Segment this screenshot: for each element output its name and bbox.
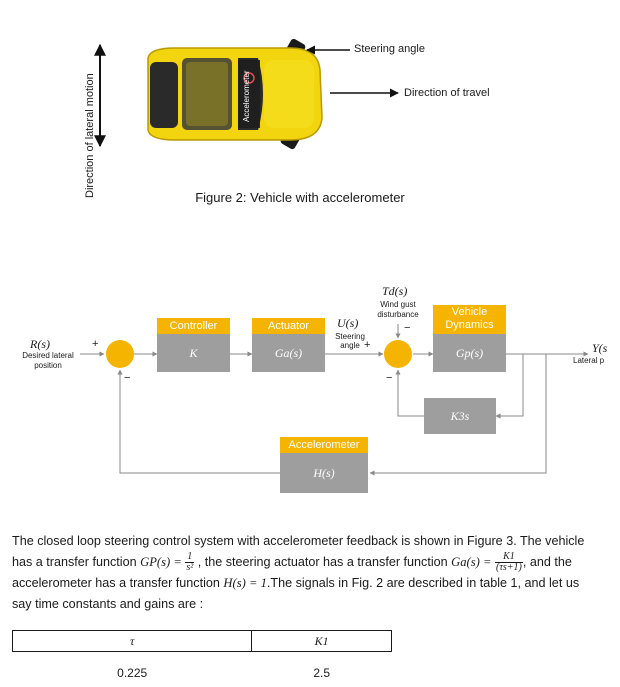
disturbance-sign: − [404, 322, 410, 334]
rear-window [150, 62, 178, 128]
sum1-plus-sign: + [92, 338, 98, 350]
disturbance-desc-2: disturbance [370, 310, 426, 319]
roof-highlight [186, 62, 228, 126]
header-k1: K1 [252, 631, 392, 652]
sum1-minus-sign: − [124, 372, 130, 384]
summing-junction-2 [384, 340, 412, 368]
vehicle-block: Gp(s) [433, 334, 506, 372]
steering-angle-label: Steering angle [354, 43, 425, 55]
car-accelerometer-label: Accelerometer [242, 70, 251, 122]
params-table: τ K1 0.225 2.5 [12, 630, 392, 687]
hood [264, 60, 314, 128]
cell-k1-value: 2.5 [252, 652, 392, 687]
description-paragraph: The closed loop steering control system … [12, 531, 592, 615]
direction-travel-label: Direction of travel [404, 87, 490, 99]
ga-denominator: (τs+1) [495, 563, 523, 573]
vehicle-title: Vehicle Dynamics [433, 305, 506, 334]
summing-junction-1 [106, 340, 134, 368]
sum2-plus-sign: + [364, 339, 370, 351]
k3-block: K3s [424, 398, 496, 434]
input-desc-2: position [18, 361, 78, 370]
ga-fraction: K1(τs+1) [495, 552, 523, 573]
vehicle-figure [0, 0, 620, 190]
k3-feedback-out [398, 370, 424, 416]
para-part-2: , the steering actuator has a transfer f… [198, 555, 451, 569]
disturbance-desc-1: Wind gust [370, 300, 426, 309]
vehicle-title-line-1: Vehicle [433, 306, 506, 319]
cell-tau-value: 0.225 [13, 652, 252, 687]
vehicle-title-line-2: Dynamics [433, 319, 506, 332]
disturbance-symbol: Td(s) [382, 284, 407, 299]
ga-expression: Ga(s) = [451, 555, 491, 569]
params-header-row: τ K1 [13, 631, 392, 652]
input-desc-1: Desired lateral [18, 351, 78, 360]
controller-block: K [157, 334, 230, 372]
figure-caption: Figure 2: Vehicle with accelerometer [0, 190, 600, 205]
gp-expression: GP(s) = [140, 555, 182, 569]
output-desc: Lateral p [573, 356, 604, 365]
actuator-block: Ga(s) [252, 334, 325, 372]
sum2-minus-sign: − [386, 372, 392, 384]
accelerometer-title: Accelerometer [280, 437, 368, 453]
h-feedback-out [120, 370, 280, 473]
header-tau: τ [13, 631, 252, 652]
u-symbol: U(s) [337, 316, 358, 331]
gp-denominator: s² [185, 563, 194, 573]
h-expression: H(s) = 1 [223, 576, 266, 590]
table-row: 0.225 2.5 [13, 652, 392, 687]
output-symbol: Y(s [592, 341, 607, 356]
accelerometer-block: H(s) [280, 453, 368, 493]
controller-title: Controller [157, 318, 230, 334]
input-symbol: R(s) [30, 337, 50, 352]
actuator-title: Actuator [252, 318, 325, 334]
